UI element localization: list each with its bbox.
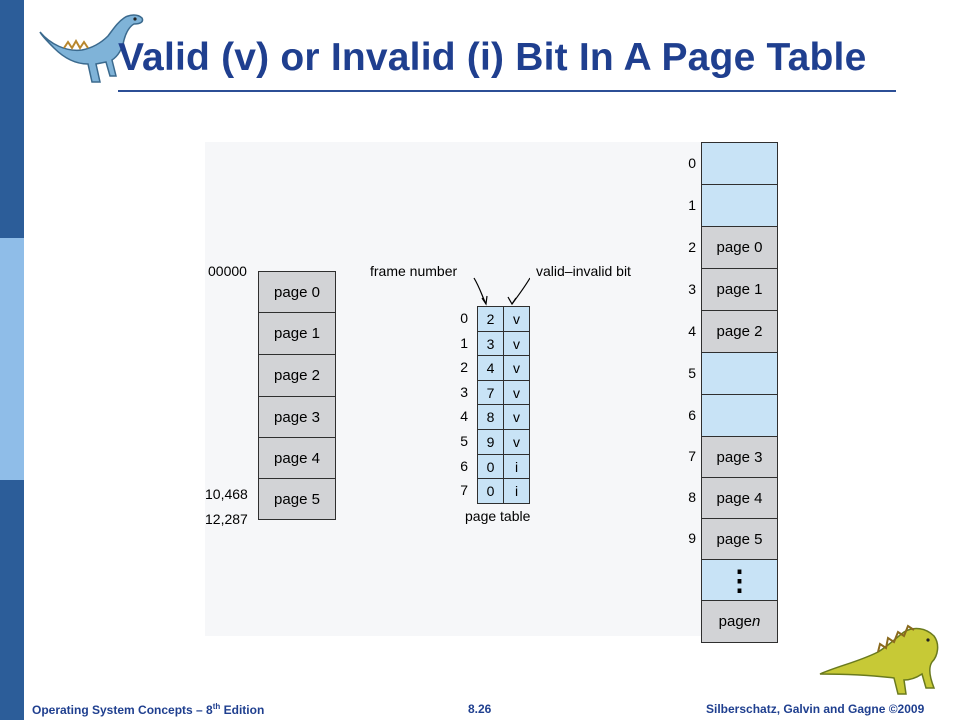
page-table-caption: page table bbox=[465, 508, 531, 524]
frame-index: 6 bbox=[688, 406, 696, 423]
valid-invalid-bit-cell: v bbox=[503, 331, 530, 357]
frame-index: 3 bbox=[688, 280, 696, 297]
valid-invalid-bit-cell: i bbox=[503, 478, 530, 504]
frame-index: 2 bbox=[688, 238, 696, 255]
frame-index: 0 bbox=[688, 154, 696, 171]
frame-number-cell: 0 bbox=[477, 454, 504, 480]
physical-frame-5 bbox=[701, 352, 778, 395]
frame-number-cell: 7 bbox=[477, 380, 504, 406]
slide-number: 8.26 bbox=[468, 702, 492, 716]
valid-invalid-bit-cell: v bbox=[503, 404, 530, 430]
slide-title: Valid (v) or Invalid (i) Bit In A Page T… bbox=[118, 36, 867, 79]
frame-number-cell: 0 bbox=[477, 478, 504, 504]
physical-frame-3: page 1 bbox=[701, 268, 778, 311]
logical-page-2: page 2 bbox=[258, 354, 336, 397]
physical-frame-2: page 0 bbox=[701, 226, 778, 269]
physical-frame-9: page 5 bbox=[701, 518, 778, 560]
valid-invalid-bit-cell: v bbox=[503, 429, 530, 455]
frame-index: 7 bbox=[688, 448, 696, 464]
page-table-index: 0 bbox=[460, 310, 468, 326]
address-00000: 00000 bbox=[208, 263, 247, 279]
page-table-index: 2 bbox=[460, 359, 468, 375]
page-table-index: 3 bbox=[460, 384, 468, 400]
frame-number-cell: 9 bbox=[477, 429, 504, 455]
valid-invalid-bit-cell: i bbox=[503, 454, 530, 480]
valid-invalid-bit-label: valid–invalid bit bbox=[536, 263, 631, 279]
page-table-index: 5 bbox=[460, 433, 468, 449]
label-arrows bbox=[473, 277, 530, 306]
sidebar-stripe-top bbox=[0, 0, 24, 238]
page-table-index: 1 bbox=[460, 335, 468, 351]
logical-page-5: page 5 bbox=[258, 478, 336, 520]
physical-frame-n: page n bbox=[701, 600, 778, 643]
frame-number-label: frame number bbox=[370, 263, 458, 279]
frame-number-cell: 8 bbox=[477, 404, 504, 430]
valid-invalid-bit-cell: v bbox=[503, 380, 530, 406]
sidebar-stripe-bottom bbox=[0, 480, 24, 720]
logical-page-0: page 0 bbox=[258, 271, 336, 313]
frame-index: 8 bbox=[688, 489, 696, 505]
valid-invalid-bit-cell: v bbox=[503, 306, 530, 332]
physical-frame-7: page 3 bbox=[701, 436, 778, 478]
footer-book-title: Operating System Concepts – 8th Edition bbox=[32, 702, 265, 717]
physical-frame-6 bbox=[701, 394, 778, 437]
physical-frame-8: page 4 bbox=[701, 477, 778, 519]
address-10468: 10,468 bbox=[205, 486, 248, 502]
frame-index: 5 bbox=[688, 364, 696, 381]
physical-frame-ellipsis: ⋮ bbox=[701, 559, 778, 601]
physical-frame-1 bbox=[701, 184, 778, 227]
frame-number-cell: 2 bbox=[477, 306, 504, 332]
page-table-index: 4 bbox=[460, 408, 468, 424]
frame-index: 4 bbox=[688, 322, 696, 339]
address-12287: 12,287 bbox=[205, 511, 248, 527]
logical-page-3: page 3 bbox=[258, 396, 336, 438]
logical-page-4: page 4 bbox=[258, 437, 336, 479]
frame-number-cell: 3 bbox=[477, 331, 504, 357]
frame-index: 9 bbox=[688, 530, 696, 546]
physical-frame-0 bbox=[701, 142, 778, 185]
logical-page-1: page 1 bbox=[258, 312, 336, 355]
frame-index: 1 bbox=[688, 196, 696, 213]
dinosaur-logo-bottom bbox=[819, 624, 939, 695]
frame-number-cell: 4 bbox=[477, 355, 504, 381]
page-table-index: 7 bbox=[460, 482, 468, 498]
physical-frame-4: page 2 bbox=[701, 310, 778, 353]
valid-invalid-bit-cell: v bbox=[503, 355, 530, 381]
sidebar-stripe-middle bbox=[0, 238, 24, 480]
page-table-index: 6 bbox=[460, 458, 468, 474]
dinosaur-logo-top bbox=[39, 14, 144, 83]
title-underline bbox=[118, 90, 896, 92]
footer-authors: Silberschatz, Galvin and Gagne ©2009 bbox=[706, 702, 925, 716]
